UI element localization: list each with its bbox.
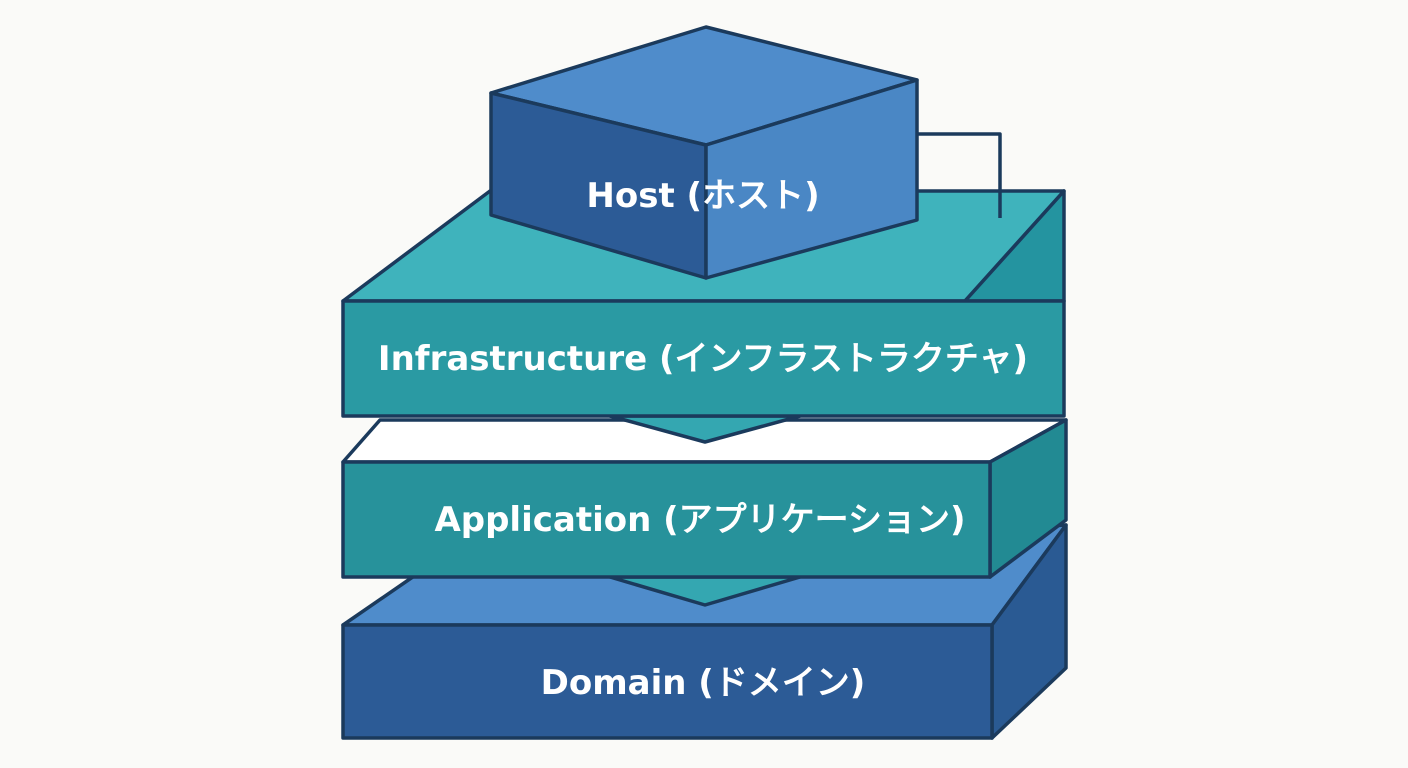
application-layer: Application (アプリケーション) <box>341 418 1068 607</box>
host-cube-right-face <box>704 78 919 280</box>
host-layer: Host (ホスト) <box>489 25 1002 280</box>
domain-layer-label: Domain (ドメイン) <box>541 663 866 703</box>
host-layer-label: Host (ホスト) <box>586 176 819 216</box>
application-layer-front-face <box>341 460 992 579</box>
domain-layer-front-face <box>341 623 994 740</box>
host-connector-bracket <box>917 132 1002 218</box>
infrastructure-layer-label: Infrastructure (インフラストラクチャ) <box>378 339 1028 379</box>
infrastructure-layer-front-face <box>341 299 1066 418</box>
application-layer-label: Application (アプリケーション) <box>434 500 965 540</box>
